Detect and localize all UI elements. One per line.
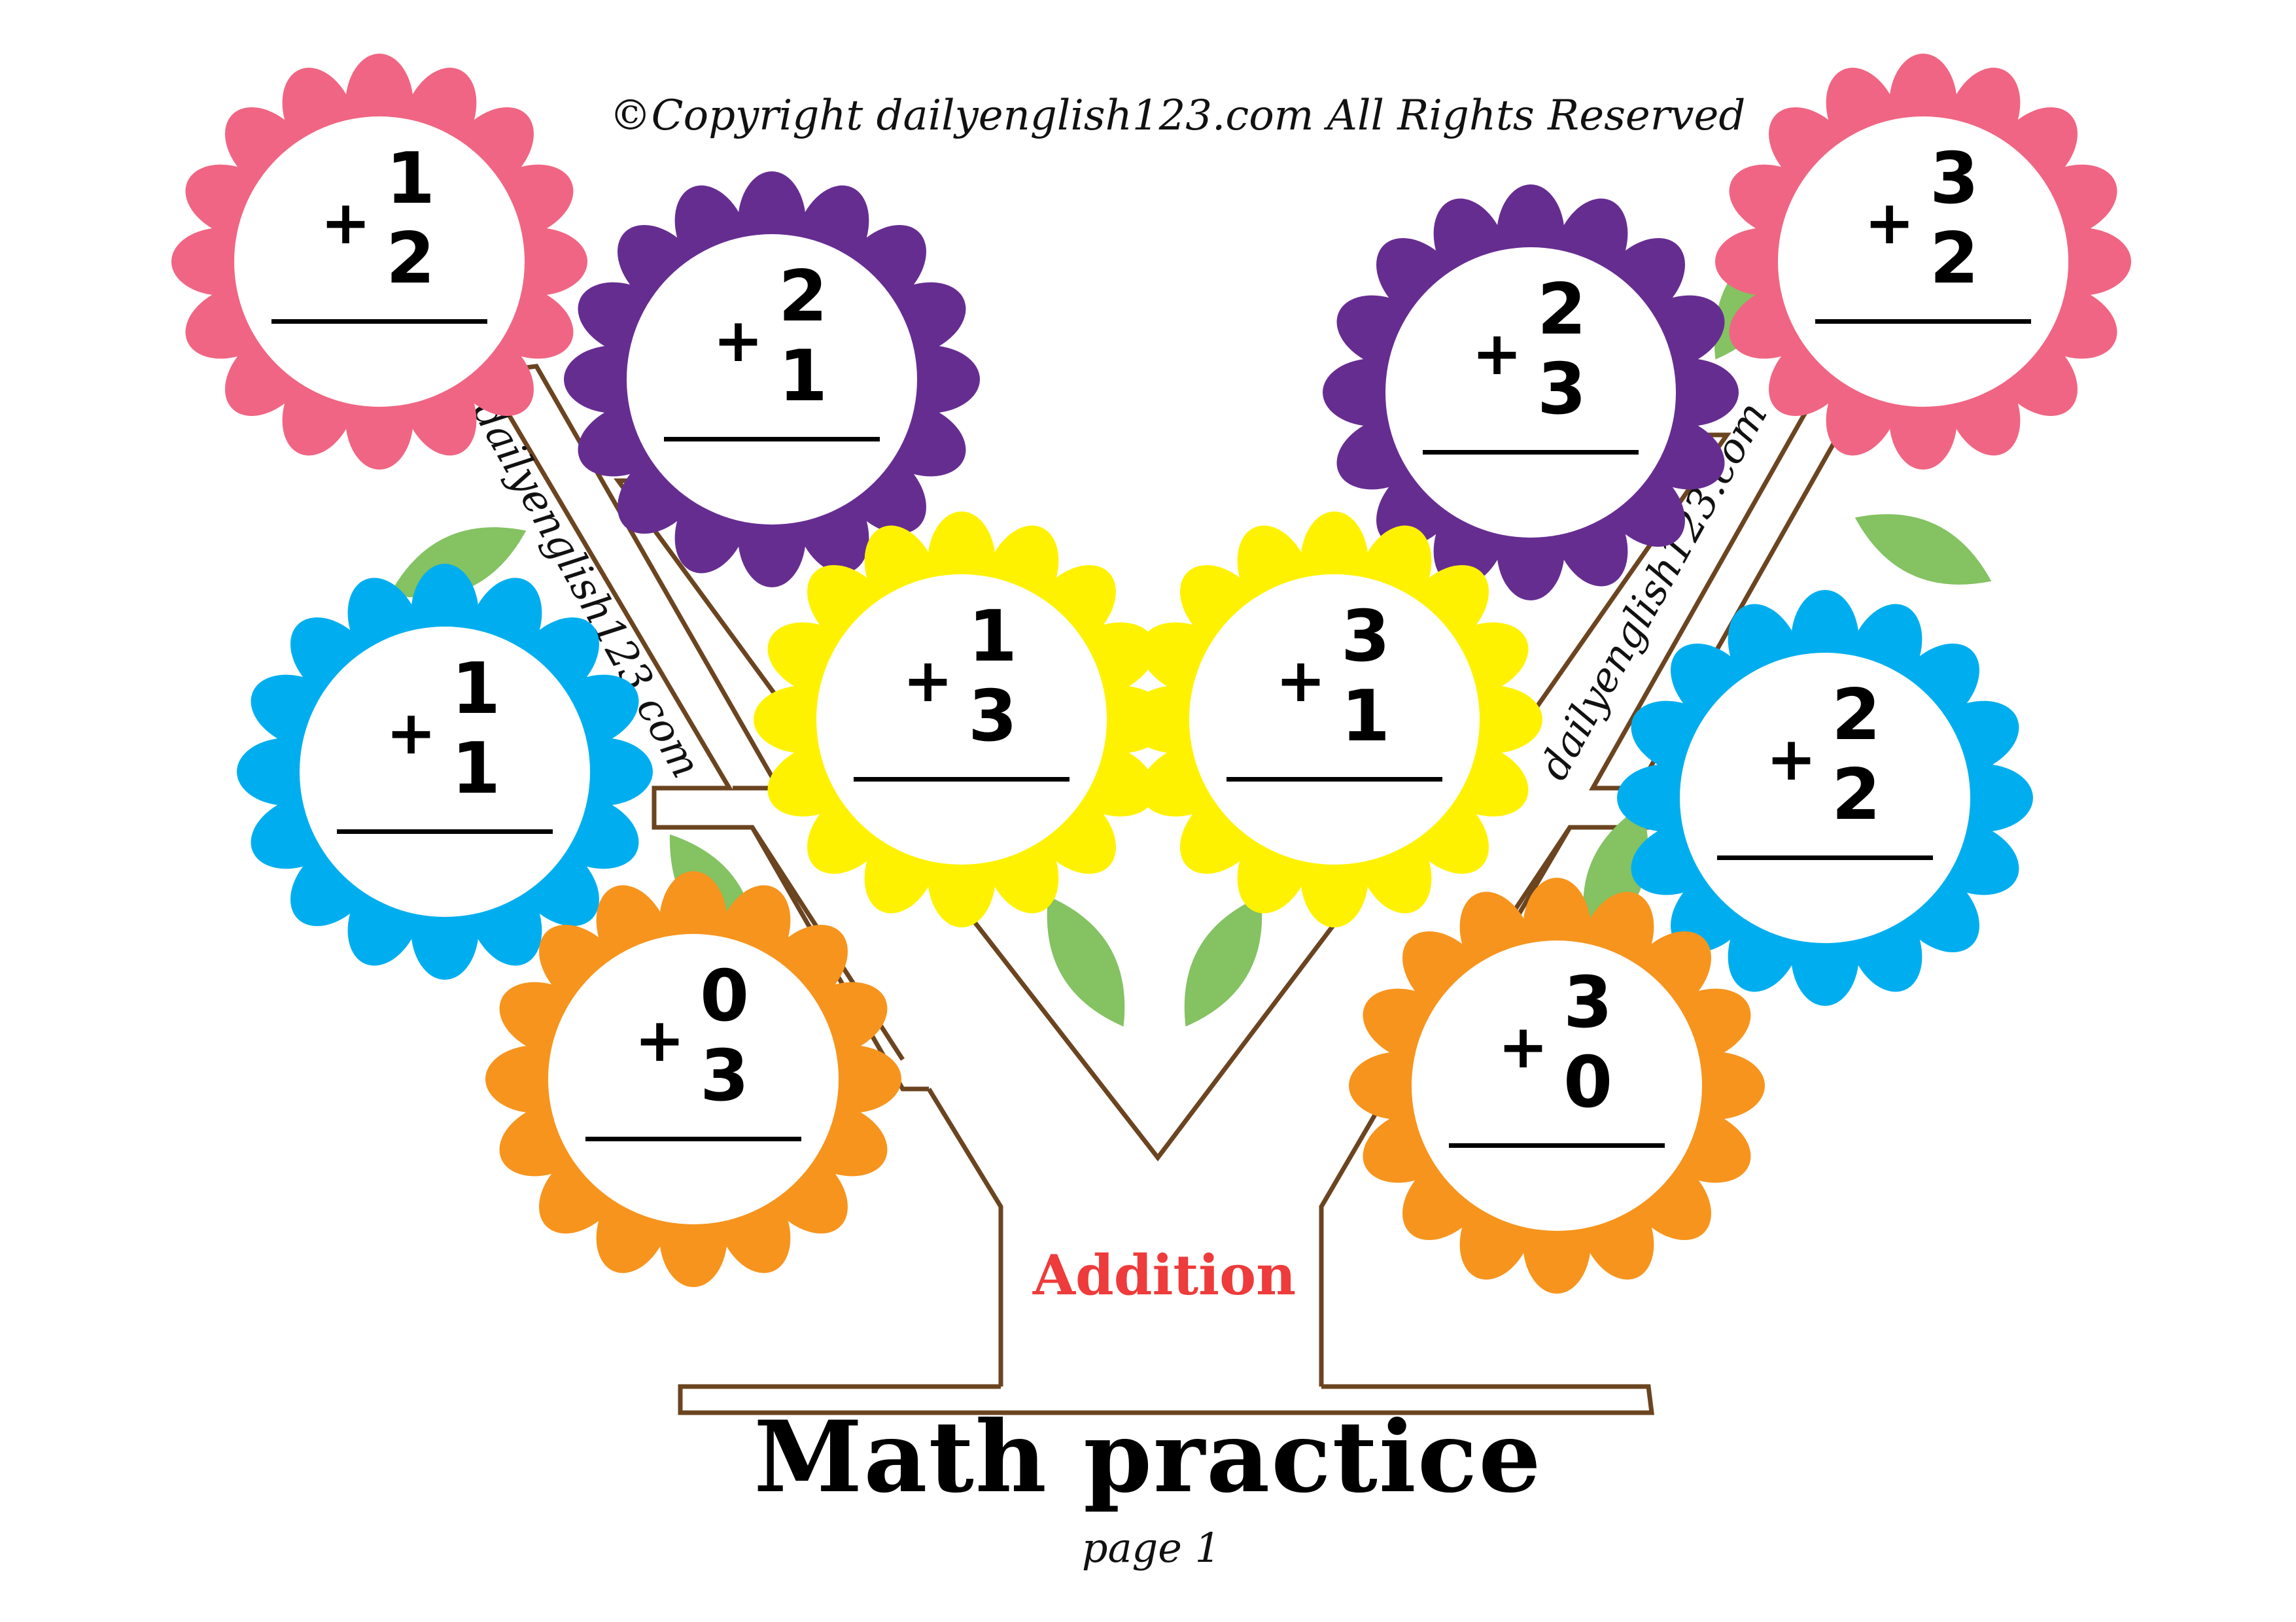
plus-sign: + xyxy=(635,1005,686,1075)
answer-line xyxy=(1423,450,1639,455)
flower-problem-9: 0 + 3 xyxy=(484,870,903,1288)
addition-problem: 3 + 1 xyxy=(1125,510,1544,929)
top-number: 2 xyxy=(1832,674,1881,756)
answer-line xyxy=(337,829,553,834)
plus-sign: + xyxy=(386,698,437,768)
bottom-number: 1 xyxy=(778,336,828,417)
top-number: 3 xyxy=(1930,138,1979,220)
flower-problem-6: 1 + 3 xyxy=(752,510,1171,929)
top-number: 1 xyxy=(451,648,501,730)
copyright-notice: ©Copyright dailyenglish123.com All Right… xyxy=(609,92,1746,140)
flower-problem-1: 1 + 2 xyxy=(170,52,589,471)
bottom-number: 0 xyxy=(1563,1042,1613,1124)
flower-problem-3: 2 + 3 xyxy=(1321,183,1740,602)
top-number: 1 xyxy=(968,596,1018,678)
addition-problem: 3 + 0 xyxy=(1348,876,1766,1295)
leaf-7 xyxy=(1854,514,1992,585)
answer-line xyxy=(854,777,1070,782)
bottom-number: 3 xyxy=(700,1035,750,1117)
leaf-4 xyxy=(1047,896,1125,1027)
tree-trunk-right xyxy=(1319,1088,1393,1387)
flower-problem-8: 2 + 2 xyxy=(1616,589,2034,1007)
top-number: 2 xyxy=(778,256,828,337)
flower-shape xyxy=(485,871,901,1287)
flower-shape xyxy=(1323,184,1739,600)
plus-sign: + xyxy=(1864,188,1915,258)
answer-line xyxy=(585,1137,801,1141)
answer-line xyxy=(664,437,880,441)
bottom-number: 3 xyxy=(1537,349,1587,430)
page-title: Math practice xyxy=(754,1400,1542,1515)
top-number: 2 xyxy=(1537,269,1587,351)
subject-label: Addition xyxy=(1032,1243,1296,1307)
top-number: 3 xyxy=(1341,596,1391,678)
addition-problem: 1 + 1 xyxy=(235,562,654,981)
top-number: 1 xyxy=(386,138,436,220)
addition-problem: 2 + 1 xyxy=(563,170,981,589)
bottom-number: 2 xyxy=(1930,218,1979,300)
bottom-number: 2 xyxy=(1832,754,1881,836)
bottom-number: 3 xyxy=(968,676,1018,757)
flower-problem-4: 3 + 2 xyxy=(1714,52,2132,471)
flower-shape xyxy=(1126,511,1542,927)
tree-trunk-left xyxy=(927,1088,1003,1387)
answer-line xyxy=(1226,777,1442,782)
plus-sign: + xyxy=(1498,1012,1549,1082)
addition-problem: 0 + 3 xyxy=(484,870,903,1288)
addition-problem: 2 + 3 xyxy=(1321,183,1740,602)
answer-line xyxy=(1717,855,1933,860)
flower-shape xyxy=(1349,878,1765,1294)
bottom-number: 1 xyxy=(451,728,501,810)
top-number: 0 xyxy=(700,956,750,1037)
leaf-5 xyxy=(1184,896,1262,1027)
page-number: page 1 xyxy=(1081,1524,1221,1572)
plus-sign: + xyxy=(321,188,372,258)
tree-base xyxy=(678,1384,1654,1415)
flower-problem-5: 1 + 1 xyxy=(235,562,654,981)
flower-shape xyxy=(1715,54,2131,470)
flower-problem-10: 3 + 0 xyxy=(1348,876,1766,1295)
answer-line xyxy=(1815,319,2031,324)
plus-sign: + xyxy=(1766,724,1817,794)
plus-sign: + xyxy=(903,646,954,716)
answer-line xyxy=(271,319,487,324)
flower-problem-7: 3 + 1 xyxy=(1125,510,1544,929)
flower-shape xyxy=(1617,590,2033,1006)
bottom-number: 2 xyxy=(386,218,436,300)
flower-shape xyxy=(237,564,653,980)
plus-sign: + xyxy=(1276,646,1327,716)
answer-line xyxy=(1449,1143,1665,1148)
addition-problem: 2 + 2 xyxy=(1616,589,2034,1007)
addition-problem: 3 + 2 xyxy=(1714,52,2132,471)
addition-problem: 1 + 2 xyxy=(170,52,589,471)
plus-sign: + xyxy=(1472,319,1523,388)
flower-shape xyxy=(754,511,1170,927)
top-number: 3 xyxy=(1563,962,1613,1044)
bottom-number: 1 xyxy=(1341,676,1391,757)
flower-shape xyxy=(171,54,587,470)
tree-v xyxy=(927,861,1382,1162)
flower-shape xyxy=(564,171,980,587)
addition-problem: 1 + 3 xyxy=(752,510,1171,929)
plus-sign: + xyxy=(713,305,764,375)
flower-problem-2: 2 + 1 xyxy=(563,170,981,589)
